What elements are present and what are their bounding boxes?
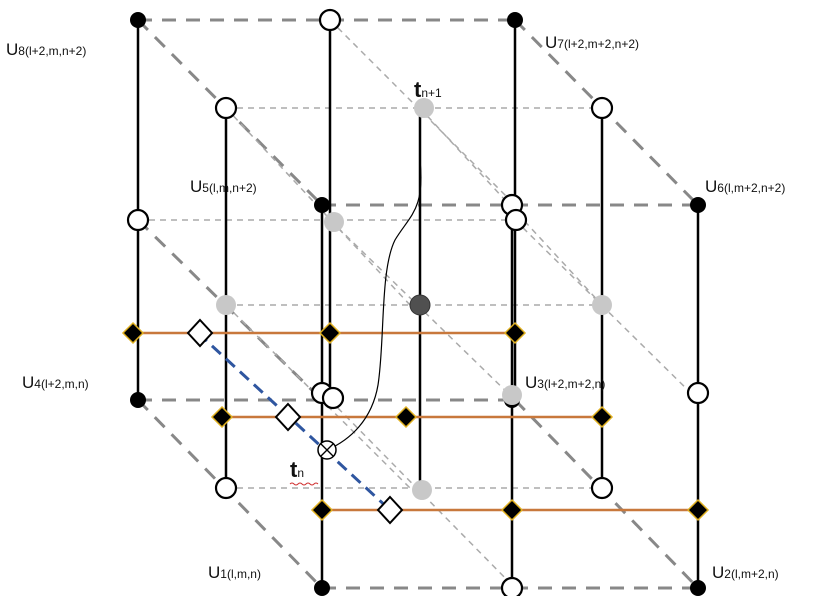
white-diamonds — [186, 318, 404, 525]
node-white — [214, 476, 238, 500]
node-white — [318, 8, 342, 32]
diamond-black — [500, 498, 524, 522]
spellcheck-squiggle — [289, 482, 319, 486]
node-white — [321, 386, 345, 410]
diamond-white — [274, 402, 302, 432]
diamond-white — [376, 495, 404, 525]
diamond-black — [590, 405, 614, 429]
label-u7: U7(l+2,m+2,n+2) — [545, 33, 639, 52]
node-gray — [324, 212, 344, 232]
trajectory-curve — [326, 159, 422, 451]
label-u3: U3(l+2,m+2,n) — [525, 373, 605, 392]
node-gray — [502, 385, 522, 405]
node-white — [500, 576, 524, 596]
label-u2: U2(l,m+2,n) — [712, 563, 779, 582]
node-white — [590, 96, 614, 120]
label-t-n: tn — [290, 457, 304, 482]
node-white — [126, 208, 150, 232]
interpolation-point-icon — [317, 440, 337, 460]
label-u4: U4(l+2,m,n) — [22, 373, 89, 392]
diamond-white — [186, 318, 214, 348]
diamond-black — [210, 405, 234, 429]
black-nodes — [130, 12, 706, 596]
diamond-black — [318, 321, 342, 345]
node-black — [690, 197, 706, 213]
label-t-n1: tn+1 — [414, 77, 442, 102]
gray-nodes — [216, 98, 612, 500]
diamond-black — [121, 321, 145, 345]
label-u8: U8(l+2,m,n+2) — [6, 40, 86, 59]
diamond-black — [503, 321, 527, 345]
diamond-black — [686, 498, 710, 522]
white-nodes — [126, 8, 710, 596]
diamond-black — [394, 405, 418, 429]
label-u1: U1(l,m,n) — [208, 563, 261, 582]
node-gray — [412, 480, 432, 500]
diamond-black — [310, 498, 334, 522]
node-white — [214, 96, 238, 120]
node-black — [314, 580, 330, 596]
node-white — [504, 208, 528, 232]
node-black — [690, 580, 706, 596]
node-black — [130, 12, 146, 28]
node-gray — [414, 98, 434, 118]
node-black — [314, 197, 330, 213]
node-white — [590, 476, 614, 500]
node-gray — [592, 295, 612, 315]
node-black — [130, 392, 146, 408]
label-u5: U5(l,m,n+2) — [190, 177, 257, 196]
node-white — [686, 381, 710, 405]
black-diamonds — [121, 321, 710, 522]
blue-dashed-line — [196, 331, 392, 512]
label-u6: U6(l,m+2,n+2) — [705, 177, 785, 196]
node-gray — [216, 295, 236, 315]
node-black — [507, 12, 523, 28]
node-center-dark — [409, 294, 431, 316]
